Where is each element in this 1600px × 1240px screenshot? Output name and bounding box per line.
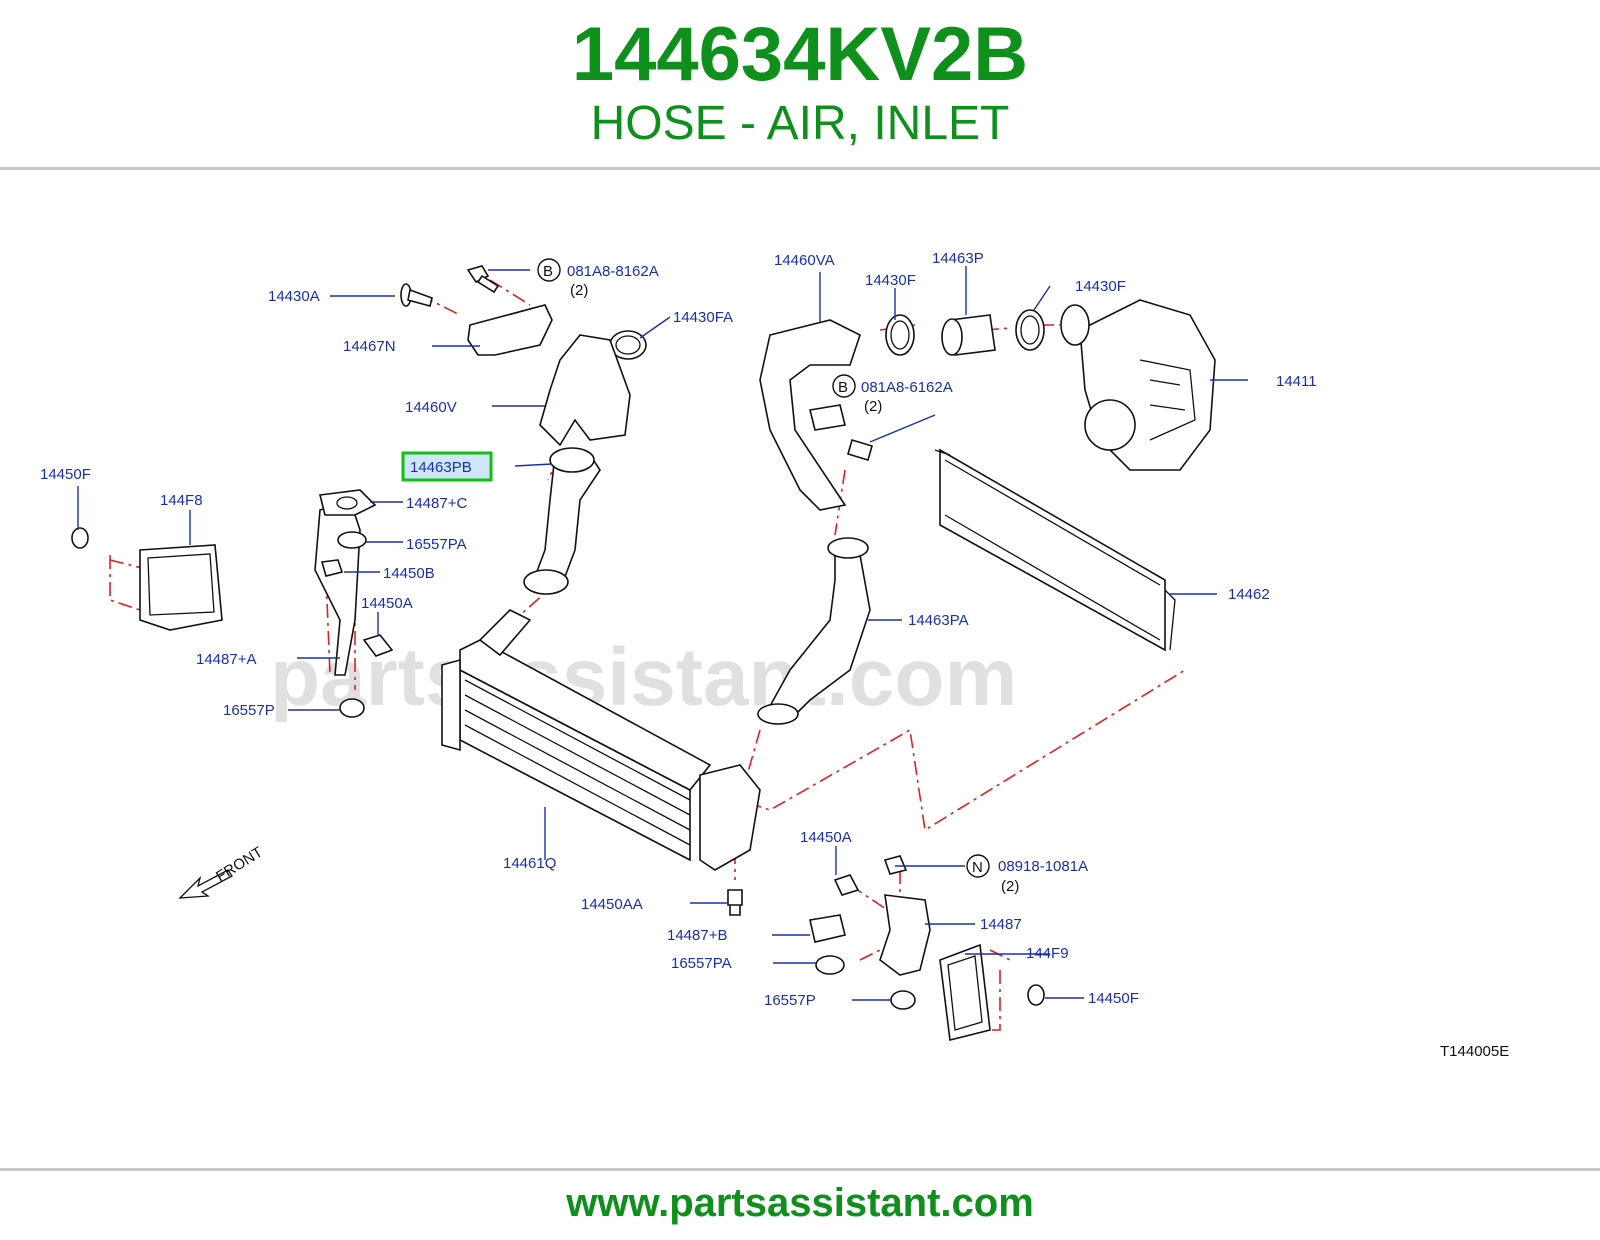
diagram-reference-code: T144005E [1440,1043,1509,1060]
grommet-14487c-part [319,489,377,516]
turbocharger-14411-part [1060,299,1216,471]
footer-divider [0,1168,1600,1171]
label-14463p[interactable]: 14463P [932,250,984,267]
footer-website-link[interactable]: www.partsassistant.com [566,1181,1034,1225]
part-number-title: 144634KV2B [571,12,1029,97]
label-14430fa[interactable]: 14430FA [673,309,733,326]
label-081a8-8162a[interactable]: 081A8-8162A [567,263,659,280]
insulator-16557p-lower-part [890,990,916,1010]
watermark-text: partsassistant.com [270,632,1017,723]
callout-nut-n: N [966,854,990,878]
air-inlet-hose-14463pb-part [523,447,601,595]
label-14461q[interactable]: 14461Q [503,855,556,872]
seal-144f9-part [939,943,991,1041]
svg-text:B: B [543,263,553,280]
bolt-14450a-lower-part [833,874,860,896]
label-14462[interactable]: 14462 [1228,586,1270,603]
label-16557p-left[interactable]: 16557P [223,702,275,719]
label-16557p-lower[interactable]: 16557P [764,992,816,1009]
label-14463pb-highlighted[interactable]: 14463PB [410,459,472,476]
tube-14460va-part [759,319,861,511]
clip-14450f-right-part [1027,984,1045,1006]
svg-text:B: B [838,379,848,396]
panel-14462-part [934,448,1176,652]
parts-diagram-svg: partsassistant.com [40,250,1509,1060]
label-144f9[interactable]: 144F9 [1026,945,1069,962]
bolt-081a8-8162a-part [466,265,500,294]
leader-lines [77,266,1248,1001]
svg-text:N: N [972,859,983,876]
bolt-14450a-left-part [362,634,394,657]
label-14450a-left[interactable]: 14450A [361,595,413,612]
label-14450f-left[interactable]: 14450F [40,466,91,483]
label-14450a-lower[interactable]: 14450A [800,829,852,846]
label-14467n[interactable]: 14467N [343,338,396,355]
label-14450aa[interactable]: 14450AA [581,896,643,913]
label-081a8-8162a-qty: (2) [570,282,588,299]
label-14487b[interactable]: 14487+B [667,927,727,944]
label-16557pa-lower[interactable]: 16557PA [671,955,732,972]
insulator-16557pa-lower-part [815,955,845,975]
clamp-14430f-right-part [1015,309,1045,351]
label-08918-1081a[interactable]: 08918-1081A [998,858,1088,875]
label-14463pa[interactable]: 14463PA [908,612,969,629]
part-labels: 14430A 081A8-8162A (2) 14430FA 14467N 14… [40,250,1509,1060]
grommet-14487b-part [809,914,846,943]
label-08918-1081a-qty: (2) [1001,878,1019,895]
insulator-16557pa-upper-part [337,531,367,549]
parts-diagram: partsassistant.com [0,170,1600,1170]
page-header: 144634KV2B HOSE - AIR, INLET [0,0,1600,168]
label-14487a[interactable]: 14487+A [196,651,256,668]
part-description: HOSE - AIR, INLET [590,97,1010,150]
label-14450f-right[interactable]: 14450F [1088,990,1139,1007]
label-14430f-right[interactable]: 14430F [1075,278,1126,295]
bolt-14430a-part [400,283,433,307]
label-16557pa-upper[interactable]: 16557PA [406,536,467,553]
label-14460va[interactable]: 14460VA [774,252,835,269]
bolt-081a8-6162a-part [809,404,873,461]
label-14430a[interactable]: 14430A [268,288,320,305]
label-14450b[interactable]: 14450B [383,565,435,582]
label-081a8-6162a-qty: (2) [864,398,882,415]
clip-14450f-left-part [71,527,89,549]
clamp-14430f-mid-part [885,314,915,356]
insulator-16557p-left-part [339,698,365,718]
front-label: FRONT [213,844,266,886]
label-14487c[interactable]: 14487+C [406,495,467,512]
bracket-14467n-part [467,304,553,356]
front-direction-arrow: FRONT [178,844,266,899]
nut-08918-1081a-part [883,855,908,875]
nut-14450b-part [320,559,344,577]
intercooler-14461q-part [441,609,761,871]
hose-14463pa-part [757,537,871,725]
callout-bolt-b-upper: B [537,258,561,282]
seal-144f8-part [139,544,223,631]
highlighted-part-box [401,451,493,482]
label-081a8-6162a[interactable]: 081A8-6162A [861,379,953,396]
bolt-14450aa-part [727,889,743,916]
label-14411[interactable]: 14411 [1276,373,1317,390]
label-144f8[interactable]: 144F8 [160,492,203,509]
header-divider [0,167,1600,170]
callout-bolt-b-lower: B [832,374,856,398]
air-duct-14460v-part [539,334,631,447]
label-14487[interactable]: 14487 [980,916,1022,933]
hose-14463p-part [941,314,996,356]
bracket-14487-part [879,894,931,976]
label-14430f-mid[interactable]: 14430F [865,272,916,289]
label-14460v[interactable]: 14460V [405,399,457,416]
